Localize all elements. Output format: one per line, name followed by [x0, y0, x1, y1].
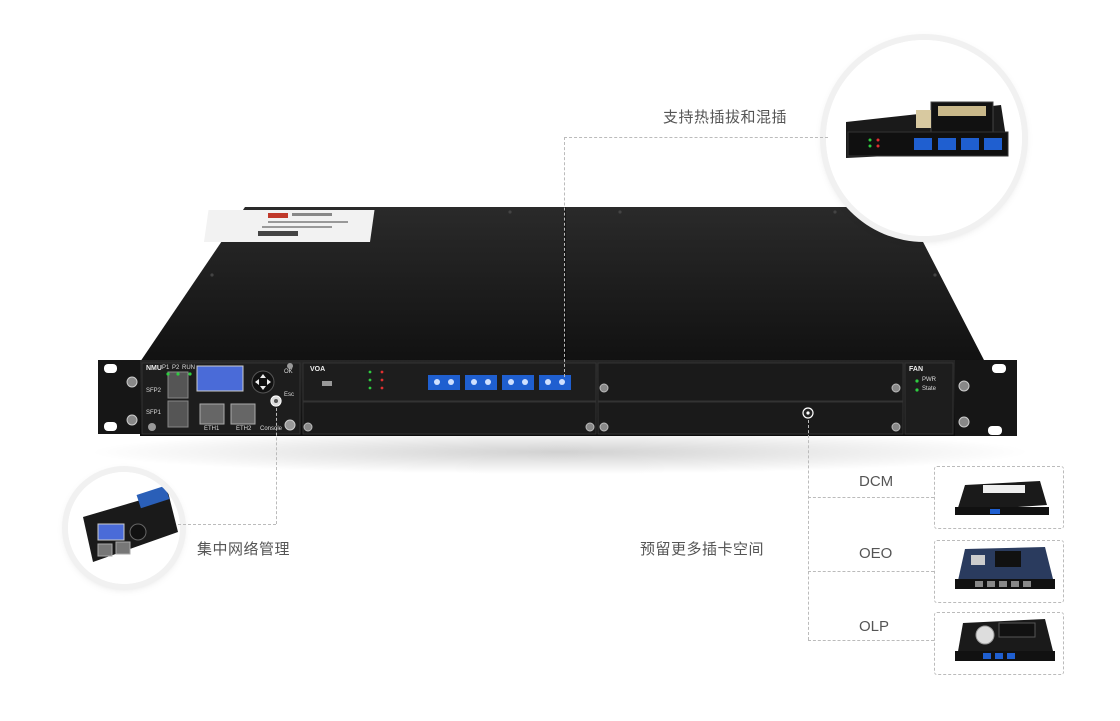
hot-swap-caption: 支持热插拔和混插	[663, 109, 788, 126]
label-eth2: ETH2	[236, 426, 252, 432]
label-esc: Esc	[284, 392, 295, 398]
blank-slot-1	[302, 401, 597, 435]
label-eth1: ETH1	[204, 426, 220, 432]
oeo-line	[808, 571, 934, 572]
label-sfp1: SFP1	[146, 410, 162, 416]
label-ok: OK	[284, 369, 293, 375]
lc-connector-4	[539, 375, 571, 390]
voa-card-closeup	[826, 40, 1022, 236]
olp-thumbnail	[934, 612, 1064, 675]
label-voa: VOA	[310, 366, 326, 373]
nmu-card-closeup	[68, 472, 180, 584]
olp-line	[808, 640, 934, 641]
callout-marker-nmu	[270, 395, 282, 407]
label-state: State	[922, 386, 937, 392]
label-console: Console	[260, 426, 283, 432]
dcm-label: DCM	[859, 473, 894, 490]
nmu-magnifier	[68, 472, 180, 584]
product-label-sticker	[203, 210, 375, 242]
label-pwr: PWR	[922, 377, 936, 383]
chassis-top	[140, 207, 985, 362]
label-p1: P1	[162, 365, 170, 371]
nmu-line-h	[178, 524, 276, 525]
eth1-port	[199, 403, 225, 425]
oeo-thumbnail	[934, 540, 1064, 603]
network-mgmt-caption: 集中网络管理	[197, 541, 291, 558]
lc-connector-3	[502, 375, 534, 390]
hot-swap-magnifier	[826, 40, 1022, 236]
voa-card	[302, 362, 597, 402]
nmu-card	[141, 362, 301, 435]
label-fan: FAN	[909, 366, 923, 373]
oeo-module-image	[955, 547, 1055, 589]
dcm-line	[808, 497, 934, 498]
blank-slot-3	[597, 401, 904, 435]
label-run: RUN	[182, 365, 195, 371]
hot-swap-line-v	[564, 137, 565, 377]
eth2-port	[230, 403, 256, 425]
lc-connector-2	[465, 375, 497, 390]
dcm-module-image	[955, 481, 1049, 515]
modules-line-v	[808, 420, 809, 640]
label-sfp2: SFP2	[146, 388, 162, 394]
lcd-screen	[196, 365, 244, 392]
left-rack-ear	[98, 360, 143, 434]
nmu-line-v	[276, 408, 277, 524]
dcm-thumbnail	[934, 466, 1064, 529]
label-nmu: NMU	[146, 365, 162, 372]
blank-slot-2	[597, 362, 904, 402]
right-rack-ear	[952, 360, 1017, 436]
oeo-label: OEO	[859, 545, 893, 562]
fan-card	[904, 362, 954, 435]
olp-module-image	[955, 619, 1055, 661]
hot-swap-line-h	[564, 137, 828, 138]
label-p2: P2	[172, 365, 180, 371]
olp-label: OLP	[859, 618, 890, 635]
lc-connector-1	[428, 375, 460, 390]
spare-slots-caption: 预留更多插卡空间	[640, 541, 765, 558]
